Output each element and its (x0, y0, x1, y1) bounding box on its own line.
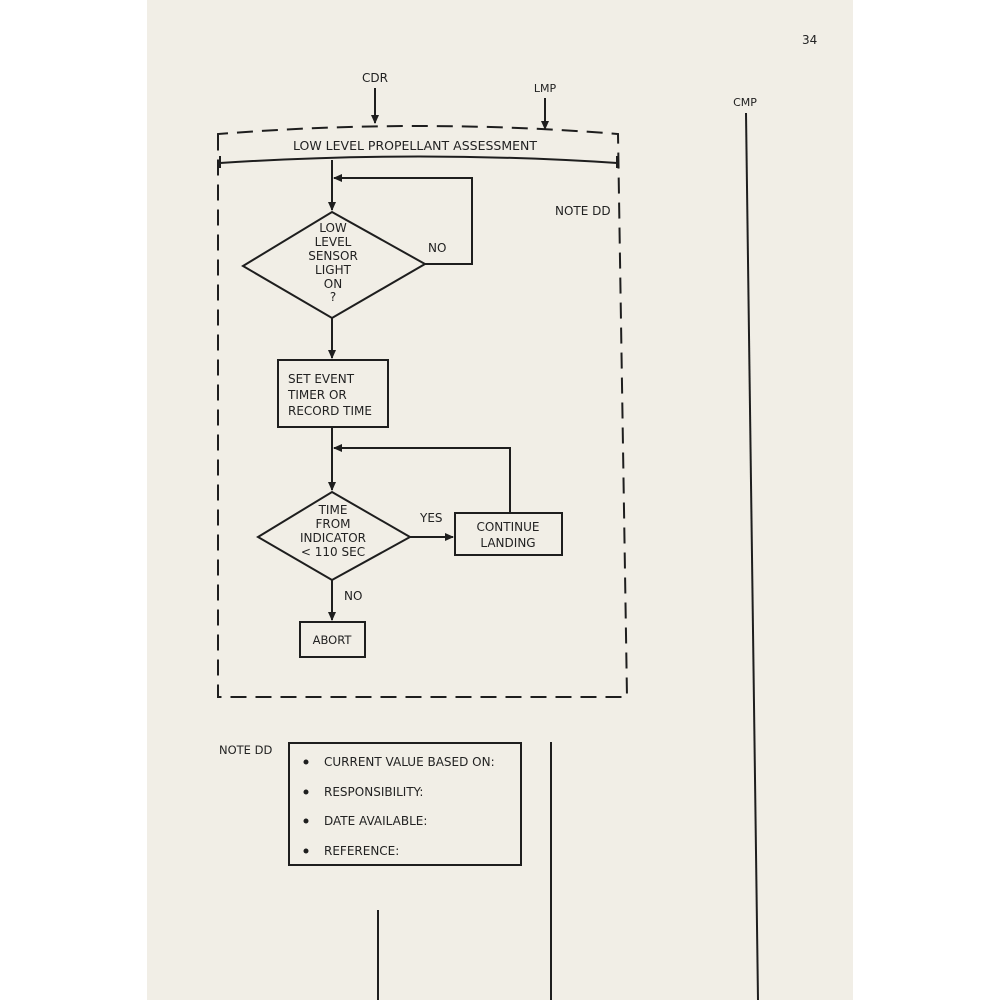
note-box (288, 742, 522, 866)
no-loop-arrow (333, 174, 473, 265)
page-number: 34 (802, 33, 817, 47)
bullet-icon (303, 759, 309, 765)
cmp-label: CMP (733, 96, 757, 109)
note-label: NOTE DD (219, 743, 272, 757)
continue-line: CONTINUE (476, 520, 539, 534)
decision1-no-label: NO (428, 241, 446, 255)
process-abort (299, 621, 366, 658)
decision2-line: FROM (315, 517, 350, 531)
bullet-icon (303, 789, 309, 795)
decision1-line: LOW (319, 221, 347, 235)
continue-loop-arrow (333, 444, 511, 513)
document-page (147, 0, 853, 1000)
note-item: RESPONSIBILITY: (324, 785, 423, 799)
continue-line: LANDING (480, 536, 535, 550)
bullet-icon (303, 818, 309, 824)
decision1-line: SENSOR (308, 249, 358, 263)
decision2-yes-label: YES (419, 511, 443, 525)
note-reference: NOTE DD (555, 204, 611, 218)
process-continue-landing (454, 512, 563, 556)
decision1-line: ON (324, 277, 342, 291)
decision2-line: TIME (318, 503, 348, 517)
bullet-icon (303, 848, 309, 854)
process1-line: TIMER OR (287, 388, 347, 402)
flowchart-title: LOW LEVEL PROPELLANT ASSESSMENT (293, 138, 537, 153)
note-item: CURRENT VALUE BASED ON: (324, 755, 495, 769)
decision2-line: < 110 SEC (301, 545, 365, 559)
process1-line: RECORD TIME (288, 404, 372, 418)
cmp-timeline (745, 112, 759, 1000)
cdr-label: CDR (362, 71, 388, 85)
note-item: DATE AVAILABLE: (324, 814, 427, 828)
decision2-no-label: NO (344, 589, 362, 603)
decision1-line: ? (330, 290, 336, 304)
dashed-container (217, 125, 629, 698)
abort-label: ABORT (313, 633, 353, 647)
note-item: REFERENCE: (324, 844, 399, 858)
decision2-line: INDICATOR (300, 531, 366, 545)
lmp-label: LMP (534, 82, 557, 95)
title-underline (219, 155, 618, 168)
process1-line: SET EVENT (288, 372, 355, 386)
decision1-line: LEVEL (315, 235, 352, 249)
decision1-line: LIGHT (315, 263, 352, 277)
